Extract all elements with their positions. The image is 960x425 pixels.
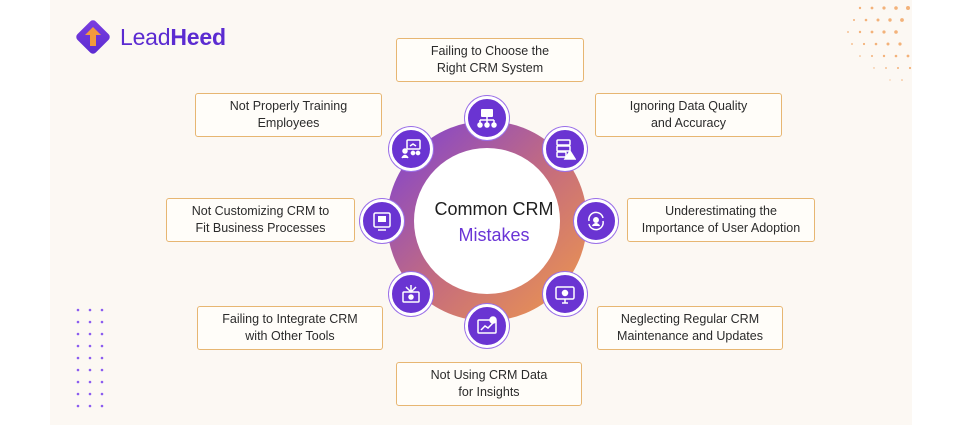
monitor-gear-icon [543, 272, 587, 316]
mistake-label: Ignoring Data Quality and Accuracy [630, 98, 747, 132]
user-cycle-icon [574, 199, 618, 243]
server-warning-icon [543, 127, 587, 171]
mistake-label-line1: Underestimating the [665, 204, 777, 218]
mistake-box-customizing: Not Customizing CRM to Fit Business Proce… [166, 198, 355, 242]
mistake-label-line1: Not Using CRM Data [430, 368, 548, 382]
mistake-label-line1: Not Customizing CRM to [191, 204, 330, 218]
mistake-label-line1: Ignoring Data Quality [629, 99, 748, 113]
mistake-box-integrate: Failing to Integrate CRM with Other Tools [197, 306, 383, 350]
mistake-label-line1: Neglecting Regular CRM [620, 312, 760, 326]
center-subtitle: Mistakes [458, 225, 530, 245]
chart-insights-icon [465, 304, 509, 348]
mistake-box-data-quality: Ignoring Data Quality and Accuracy [595, 93, 782, 137]
decorative-dot-grid [76, 308, 104, 408]
mistake-label-line2: Maintenance and Updates [617, 329, 763, 343]
mistake-label-line2: and Accuracy [650, 116, 727, 130]
mistake-label-line2: with Other Tools [245, 329, 335, 343]
mistake-label-line2: Right CRM System [436, 61, 544, 75]
mistake-label: Neglecting Regular CRM Maintenance and Up… [617, 311, 763, 345]
mistake-label-line2: Fit Business Processes [195, 221, 326, 235]
mistake-label-line2: for Insights [458, 385, 520, 399]
brand-name-light: Lead [120, 23, 171, 50]
leadheed-logo-icon [76, 20, 110, 54]
mistake-label: Not Using CRM Data for Insights [431, 367, 548, 401]
decorative-halftone-pattern [847, 6, 912, 81]
mistake-label-line1: Failing to Integrate CRM [222, 312, 358, 326]
mistake-label-line2: Importance of User Adoption [641, 221, 801, 235]
brand-name: LeadHeed [120, 24, 226, 51]
mistake-box-maintenance: Neglecting Regular CRM Maintenance and Up… [597, 306, 783, 350]
mistake-label-line2: Employees [257, 116, 320, 130]
mistake-label: Not Customizing CRM to Fit Business Proce… [192, 203, 330, 237]
mistake-label-line1: Not Properly Training [229, 99, 348, 113]
mistake-label: Failing to Integrate CRM with Other Tools [222, 311, 357, 345]
mistake-label-line1: Failing to Choose the [430, 44, 550, 58]
brand-name-bold: Heed [170, 23, 226, 50]
org-chart-icon [465, 96, 509, 140]
center-title: Common CRM [434, 199, 554, 219]
custom-crm-icon [360, 199, 404, 243]
training-board-icon [389, 127, 433, 171]
mistake-box-data-insights: Not Using CRM Data for Insights [396, 362, 582, 406]
brand-logo: LeadHeed [74, 18, 226, 56]
integration-icon [389, 272, 433, 316]
